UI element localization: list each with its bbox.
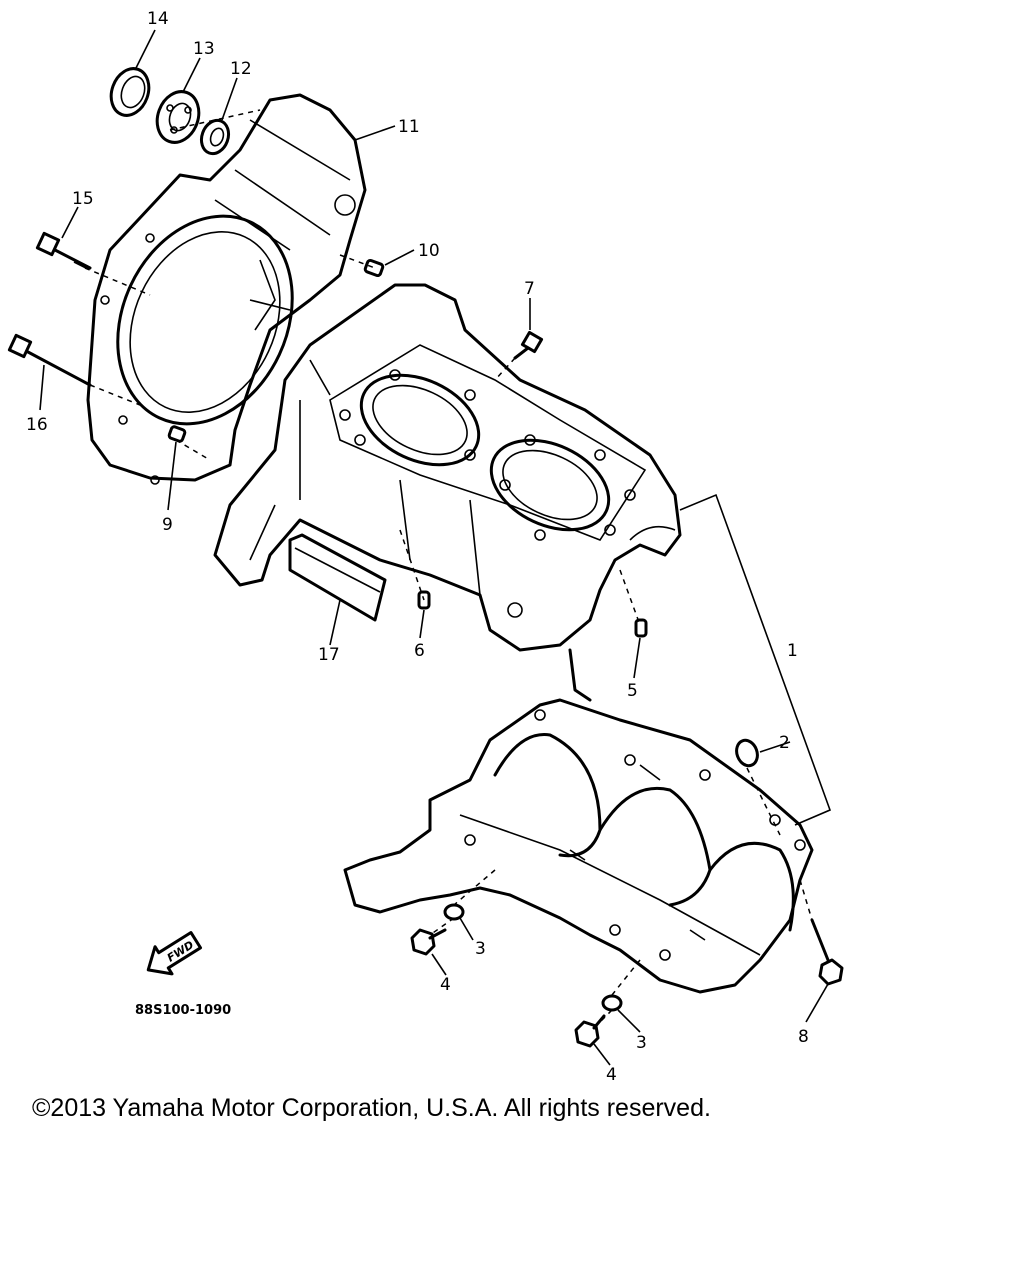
callout-10: 10 [418,241,440,261]
dowel-pin-part [363,258,385,278]
callout-8: 8 [798,1027,809,1047]
forward-arrow-icon: FWD [146,931,203,976]
callout-14: 14 [147,9,169,29]
callout-13: 13 [193,39,215,59]
callout-11: 11 [398,117,420,137]
needle-bearing-part [199,118,231,156]
washer-part [443,903,465,921]
bearing-part [155,90,201,144]
lower-crankcase-part [343,648,814,994]
flange-bolt-part [574,1014,606,1048]
washer-part [601,994,623,1012]
long-bolt-part [7,333,92,387]
drawing-code: 88S100-1090 [135,1003,231,1018]
cover-plate-part [288,533,387,622]
callout-16: 16 [26,415,48,435]
callout-5: 5 [627,681,638,701]
callout-7: 7 [524,279,535,299]
copyright-notice: ©2013 Yamaha Motor Corporation, U.S.A. A… [32,1094,711,1122]
long-bolt-part [810,918,844,986]
dowel-pin-part [167,425,187,443]
callout-6: 6 [414,641,425,661]
upper-crankcase-part [213,283,682,652]
callout-15: 15 [72,189,94,209]
bolt-part [35,231,92,270]
callout-17: 17 [318,645,340,665]
crankcase-cover-part [86,93,367,485]
callout-3: 3 [475,939,486,959]
leader-lines [39,29,832,1066]
callout-4: 4 [606,1065,617,1080]
part-callouts: 14 13 12 11 15 10 7 16 9 17 6 5 1 2 3 4 … [26,9,809,1080]
callout-2: 2 [779,733,790,753]
flange-bolt-part [410,928,447,956]
callout-4: 4 [440,975,451,995]
exploded-parts-diagram: 14 13 12 11 15 10 7 16 9 17 6 5 1 2 3 4 … [7,9,844,1080]
callout-3: 3 [636,1033,647,1053]
callout-9: 9 [162,515,173,535]
plug-part [735,738,759,768]
callout-1: 1 [787,641,798,661]
dowel-pin-part [634,618,648,638]
bolt-part [513,330,544,360]
callout-12: 12 [230,59,252,79]
oil-seal-part [109,67,151,117]
